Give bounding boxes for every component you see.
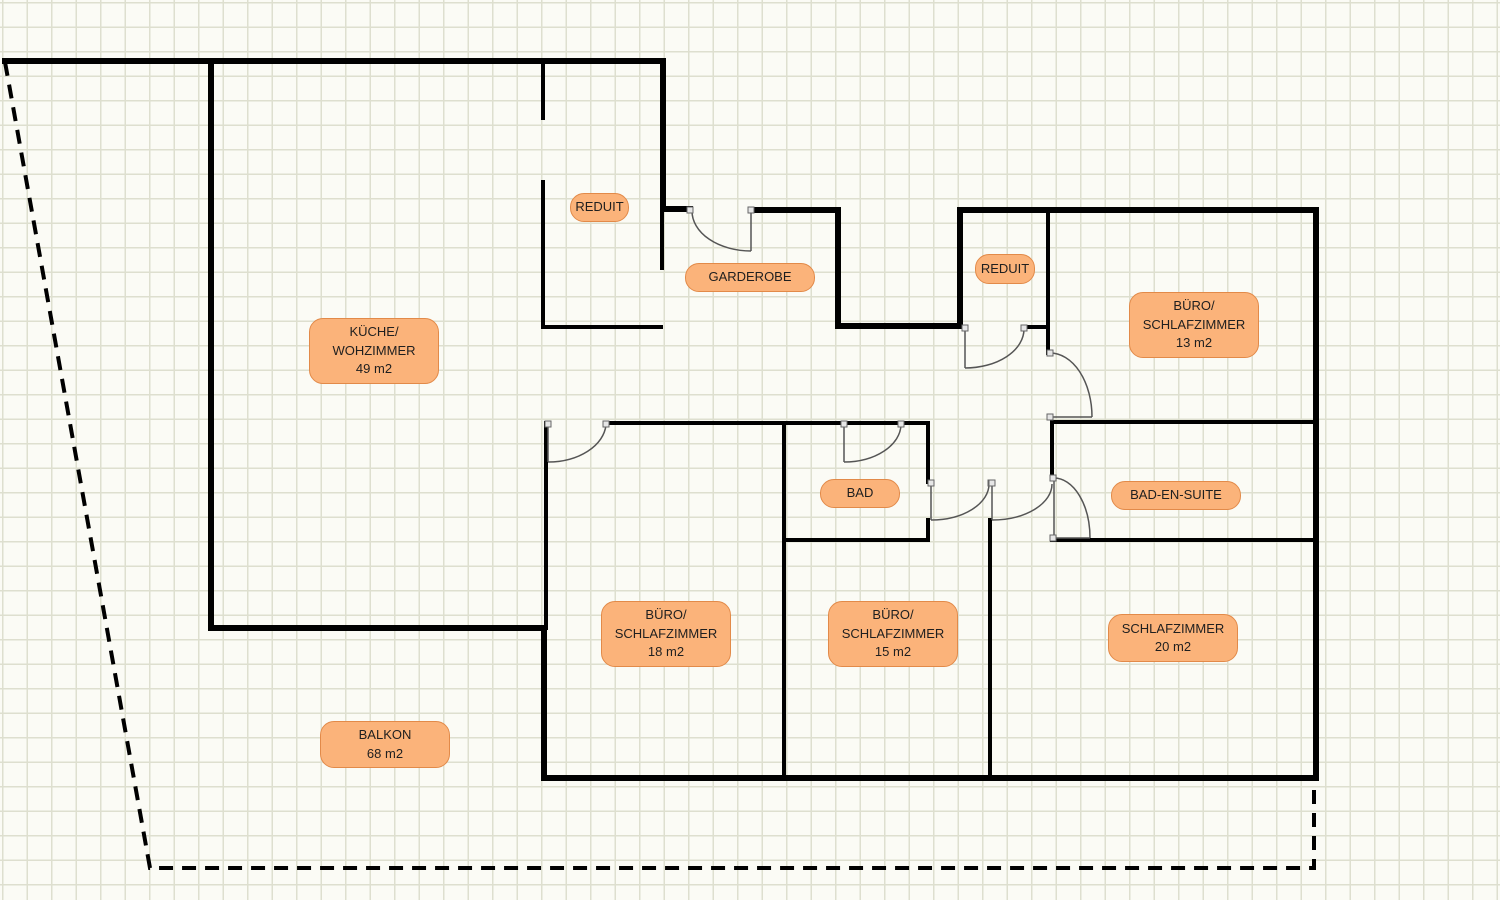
door-reduit-right (961, 324, 1028, 369)
wall-reduit-left-side (541, 180, 663, 329)
room-name: BAD (846, 485, 874, 501)
door-buero-ne (1046, 349, 1093, 421)
room-label-reduit-right: REDUIT (975, 254, 1035, 284)
door-garderobe (686, 206, 755, 252)
door-buero18 (544, 420, 610, 463)
door-ensuite (1049, 474, 1091, 542)
room-label-line: SCHLAFZIMMER (1142, 316, 1246, 332)
room-label-bad-en-suite: BAD-EN-SUITE (1111, 481, 1241, 510)
room-name: GARDEROBE (708, 269, 792, 285)
room-name: REDUIT (575, 199, 624, 215)
room-label-line: SCHLAFZIMMER (841, 625, 945, 641)
door-schlafzimmer (988, 479, 1053, 521)
wall-top-left (2, 58, 666, 212)
room-area: 20 m2 (1154, 639, 1192, 654)
room-label-buero-schlafzimmer-15: BÜRO/ SCHLAFZIMMER 15 m2 (828, 601, 958, 667)
wall-living-west (208, 58, 1319, 781)
room-label-line: BÜRO/ (645, 607, 687, 623)
room-area: 13 m2 (1175, 335, 1213, 351)
room-label-line: BÜRO/ (1173, 298, 1215, 314)
wall-bad-south (782, 518, 930, 542)
balcony-outline (3, 61, 1316, 870)
room-label-reduit-left: REDUIT (570, 193, 629, 222)
room-area: 49 m2 (355, 361, 393, 377)
room-label-buero-schlafzimmer-18: BÜRO/ SCHLAFZIMMER 18 m2 (601, 601, 731, 667)
room-area: 68 m2 (366, 745, 404, 761)
room-name: BALKON (358, 727, 412, 742)
room-label-kueche-wohnzimmer: KÜCHE/ WOHZIMMER 49 m2 (309, 318, 439, 384)
room-label-garderobe: GARDEROBE (685, 263, 815, 292)
room-label-line: WOHZIMMER (332, 342, 416, 358)
wall-buero18-north (605, 421, 930, 484)
room-label-line: SCHLAFZIMMER (614, 625, 718, 641)
door-buero15 (927, 479, 995, 521)
room-label-buero-schlafzimmer-13: BÜRO/ SCHLAFZIMMER 13 m2 (1129, 292, 1259, 358)
room-label-bad: BAD (820, 479, 900, 508)
room-label-balkon: BALKON 68 m2 (320, 721, 450, 768)
room-name: SCHLAFZIMMER (1121, 620, 1225, 636)
door-bad (840, 420, 905, 463)
room-area: 18 m2 (647, 644, 685, 660)
room-area: 15 m2 (874, 644, 912, 660)
room-name: REDUIT (980, 260, 1030, 276)
room-label-line: KÜCHE/ (349, 324, 399, 340)
room-label-line: BÜRO/ (872, 607, 914, 623)
room-label-schlafzimmer-20: SCHLAFZIMMER 20 m2 (1108, 614, 1238, 662)
room-name: BAD-EN-SUITE (1130, 487, 1222, 503)
